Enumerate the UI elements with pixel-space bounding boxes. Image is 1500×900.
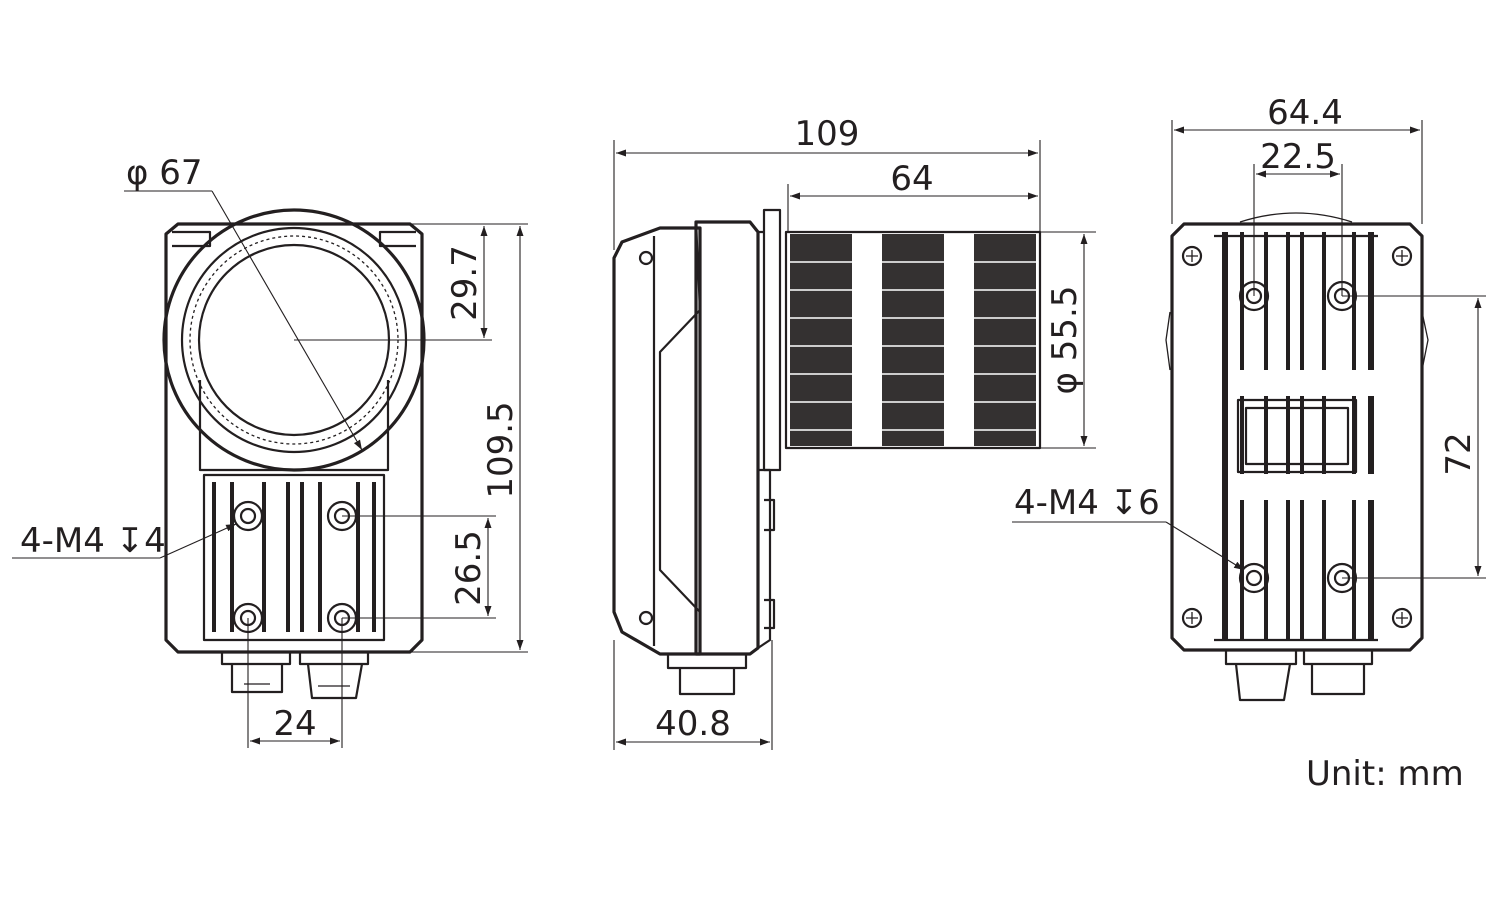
rear-fins: [1222, 232, 1374, 640]
side-total-length-label: 109: [795, 114, 860, 154]
front-connectors: [220, 652, 370, 700]
front-shoulder-right: [378, 230, 416, 248]
front-total-height-label: 109.5: [481, 401, 521, 498]
side-front-plate: [762, 208, 782, 472]
front-fin-area: [202, 473, 386, 642]
front-mount-holes: [232, 500, 358, 634]
rear-lens-silhouette: [1165, 212, 1429, 371]
front-view: [12, 190, 528, 748]
side-lens-diameter-label: φ 55.5: [1045, 286, 1085, 395]
side-connector: [666, 654, 748, 696]
side-rear-cover: [612, 226, 702, 656]
front-lens-housing: [198, 380, 390, 472]
rear-hole-vspacing-label: 72: [1439, 432, 1479, 475]
rear-thread-callout: 4-M4 ↧6: [1014, 483, 1160, 523]
side-body-depth-label: 40.8: [655, 704, 731, 744]
rear-mount-holes: [1238, 280, 1358, 594]
side-main-body: [694, 220, 760, 656]
front-lens-offset-label: 29.7: [445, 245, 485, 321]
rear-display-window: [1236, 398, 1358, 474]
front-hole-vspacing-label: 26.5: [449, 530, 489, 606]
rear-corner-screws: [1181, 245, 1413, 629]
front-diameter-label: φ 67: [126, 153, 203, 193]
side-lens-length-label: 64: [890, 159, 933, 199]
rear-total-width-label: 64.4: [1267, 93, 1343, 133]
front-thread-callout: 4-M4 ↧4: [20, 521, 166, 561]
side-lens-barrel: [784, 230, 1042, 450]
rear-view: [1012, 120, 1486, 702]
front-fins: [212, 482, 376, 632]
rear-connectors: [1224, 650, 1374, 702]
side-view: [612, 140, 1096, 750]
rear-hole-hspacing-label: 22.5: [1260, 137, 1336, 177]
unit-label: Unit: mm: [1306, 754, 1464, 794]
front-hole-hspacing-label: 24: [273, 704, 316, 744]
rear-body-outline: [1170, 222, 1424, 652]
